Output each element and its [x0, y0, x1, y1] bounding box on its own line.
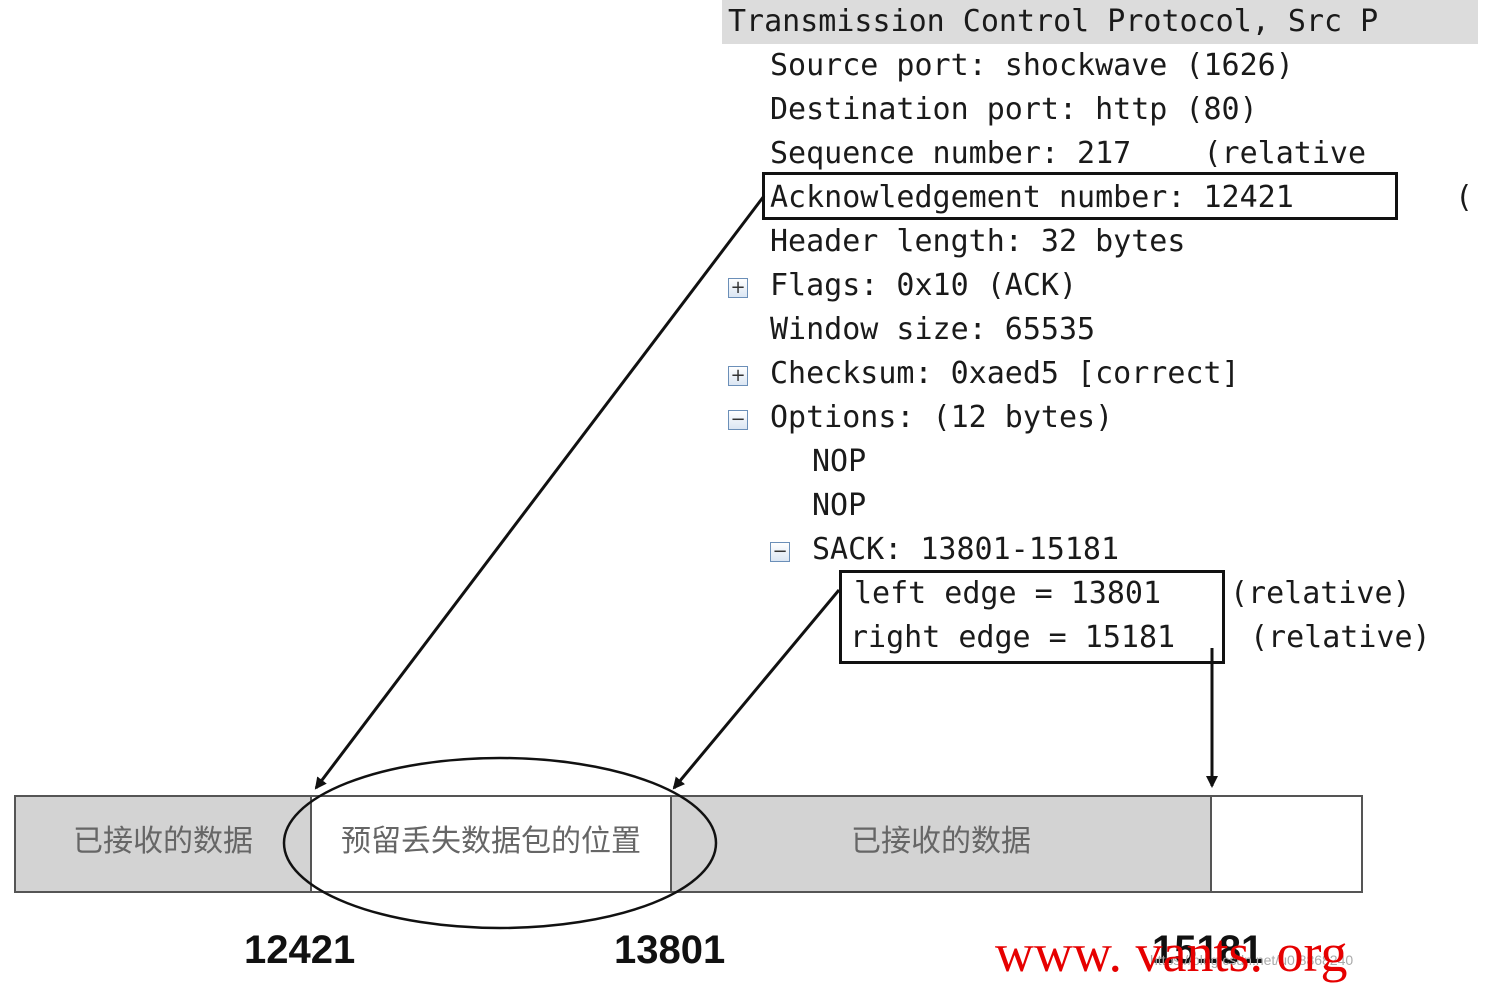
tcp-header-title[interactable]: Transmission Control Protocol, Src P	[722, 0, 1478, 44]
sack-right-edge[interactable]: right edge = 15181	[850, 620, 1176, 655]
options-collapse-icon[interactable]: −	[728, 410, 748, 430]
lost-region-ellipse	[282, 756, 718, 930]
options-field[interactable]: Options: (12 bytes)	[770, 400, 1114, 435]
ack-number-trailing: (	[1455, 180, 1474, 215]
ack-number-field[interactable]: Acknowledgement number: 12421	[770, 180, 1294, 215]
header-length-field[interactable]: Header length: 32 bytes	[770, 224, 1186, 259]
sack-left-edge[interactable]: left edge = 13801	[854, 576, 1162, 611]
lost-data-reserved-segment	[310, 795, 672, 893]
sack-collapse-icon[interactable]: −	[770, 542, 790, 562]
source-port-field[interactable]: Source port: shockwave (1626)	[770, 48, 1294, 83]
sack-left-edge-suffix: (relative)	[1230, 576, 1411, 611]
watermark-text: www. vants. org	[995, 923, 1348, 983]
position-label-13801: 13801	[614, 928, 726, 972]
destination-port-field[interactable]: Destination port: http (80)	[770, 92, 1258, 127]
left-edge-arrow	[672, 589, 841, 790]
sack-right-edge-suffix: (relative)	[1250, 620, 1431, 655]
checksum-expand-icon[interactable]: +	[728, 366, 748, 386]
received-data-segment-2	[670, 795, 1212, 893]
checksum-field[interactable]: Checksum: 0xaed5 [correct]	[770, 356, 1240, 391]
option-nop-2[interactable]: NOP	[812, 488, 867, 523]
position-label-12421: 12421	[244, 928, 356, 972]
ack-arrow	[314, 195, 766, 790]
position-label-15181: 15181	[1152, 928, 1264, 972]
received-data-label-2: 已接收的数据	[851, 824, 1031, 859]
flags-field[interactable]: Flags: 0x10 (ACK)	[770, 268, 1078, 303]
sack-edges-highlight-box	[839, 570, 1225, 664]
lost-data-label: 预留丢失数据包的位置	[341, 824, 641, 859]
flags-expand-icon[interactable]: +	[728, 278, 748, 298]
sack-field[interactable]: SACK: 13801-15181	[812, 532, 1120, 567]
received-data-label-1: 已接收的数据	[73, 824, 253, 859]
option-nop-1[interactable]: NOP	[812, 444, 867, 479]
sequence-number-field[interactable]: Sequence number: 217 (relative	[770, 136, 1367, 171]
window-size-field[interactable]: Window size: 65535	[770, 312, 1096, 347]
watermark-url: https://blog.csdn.net/u0 8868240	[1150, 952, 1354, 968]
empty-segment	[1210, 795, 1363, 893]
